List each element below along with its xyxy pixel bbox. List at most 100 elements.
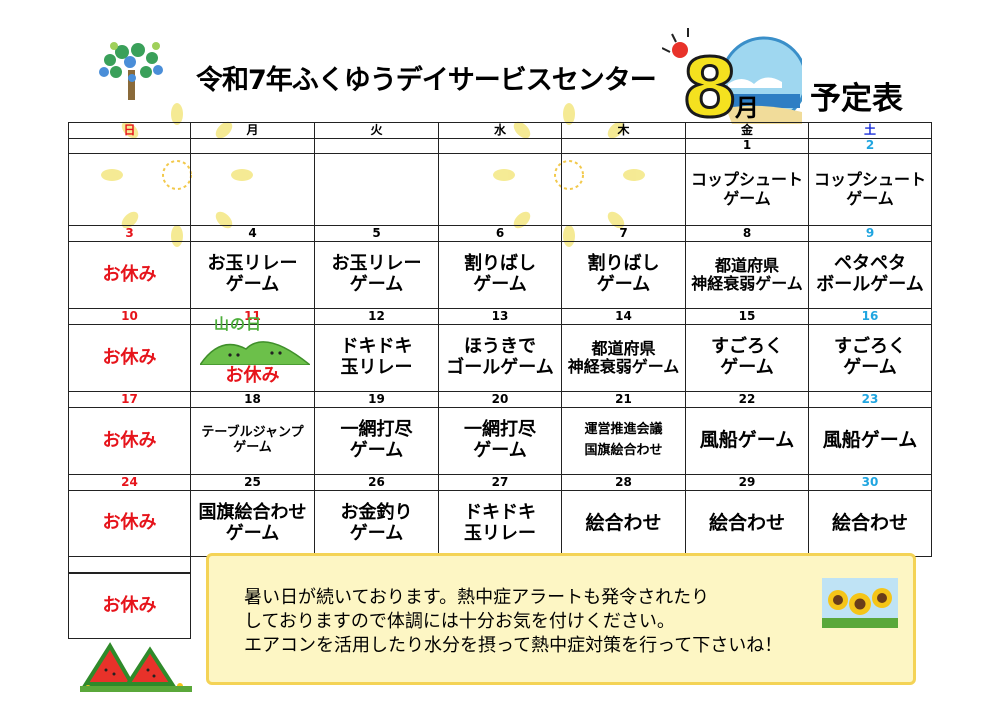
- activity: 割りばしゲーム: [562, 242, 686, 309]
- activity-line: ゲーム: [349, 274, 404, 295]
- week-row-2-activities: お休みお玉リレーゲームお玉リレーゲーム割りばしゲーム割りばしゲーム都道府県神経衰…: [68, 242, 932, 309]
- activity: すごろくゲーム: [809, 325, 932, 392]
- activity: 絵合わせ: [809, 491, 932, 557]
- activity-line: お休み: [102, 512, 157, 534]
- activity-line: お休み: [102, 346, 157, 368]
- day-number: 16: [809, 309, 932, 325]
- week-row-3-activities: お休みお休みドキドキ玉リレーほうきでゴールゲーム都道府県神経衰弱ゲームすごろくゲ…: [68, 325, 932, 392]
- notice-line: 暑い日が続いております。熱中症アラートも発令されたり: [244, 587, 710, 608]
- day-number: 13: [439, 309, 562, 325]
- day-number: 11: [191, 309, 315, 325]
- activity-line: お金釣り: [340, 501, 413, 523]
- day-number: 5: [315, 226, 439, 242]
- day-number: 6: [439, 226, 562, 242]
- activity-line: ドキドキ: [340, 336, 413, 358]
- day-number: 25: [191, 475, 315, 491]
- activity: コップシュートゲーム: [809, 154, 932, 226]
- day-number: 19: [315, 392, 439, 408]
- activity-line: 風船ゲーム: [822, 429, 918, 452]
- day-number: 30: [809, 475, 932, 491]
- activity-line: ゲーム: [473, 274, 527, 295]
- activity-line: ほうきで: [464, 336, 536, 358]
- day-number: 4: [191, 226, 315, 242]
- notice-text: 暑い日が続いております。熱中症アラートも発令されたり しておりますので体調には十…: [244, 586, 782, 658]
- activity: お玉リレーゲーム: [191, 242, 315, 309]
- week-row-6: [68, 557, 932, 573]
- activity: 一網打尽ゲーム: [315, 408, 439, 475]
- activity-line: 玉リレー: [464, 522, 536, 544]
- day-number: [439, 138, 562, 154]
- activity-line: ゲーム: [596, 274, 651, 295]
- activity-line: ゲーム: [225, 522, 280, 544]
- activity: お金釣りゲーム: [315, 491, 439, 557]
- day-off: お休み: [68, 573, 191, 639]
- activity-line: ゲーム: [846, 188, 894, 208]
- day-number: [68, 557, 191, 573]
- activity-line: お休み: [102, 429, 157, 451]
- activity-line: 一網打尽: [464, 419, 536, 441]
- week-row-5-activities: お休み国旗絵合わせゲームお金釣りゲームドキドキ玉リレー絵合わせ絵合わせ絵合わせ: [68, 491, 932, 557]
- activity: 絵合わせ: [562, 491, 686, 557]
- day-off: お休み: [191, 325, 315, 392]
- activity-line: コップシュート: [690, 170, 803, 190]
- activity-line: 国旗絵合わせ: [584, 443, 663, 458]
- activity-line: ボールゲーム: [816, 274, 924, 295]
- week-row-1-activities: コップシュートゲームコップシュートゲーム: [68, 154, 932, 226]
- day-number: 22: [686, 392, 809, 408]
- activity-line: 神経衰弱ゲーム: [567, 357, 680, 376]
- activity: 風船ゲーム: [686, 408, 809, 475]
- activity-line: ドキドキ: [464, 501, 536, 523]
- watermelon-icon: [80, 642, 192, 692]
- activity: 絵合わせ: [686, 491, 809, 557]
- day-number: 12: [315, 309, 439, 325]
- empty-day: [562, 154, 686, 226]
- weekday-thu: 木: [562, 123, 686, 139]
- day-off: お休み: [68, 408, 191, 475]
- day-off: お休み: [68, 491, 191, 557]
- day-number: 8: [686, 226, 809, 242]
- mountain-day-label: 山の日: [214, 315, 263, 333]
- week-row-6-acts: お休み: [68, 573, 932, 639]
- activity-line: 都道府県: [714, 255, 779, 275]
- activity-line: 絵合わせ: [708, 511, 785, 534]
- empty-day: [439, 154, 562, 226]
- day-number: 26: [315, 475, 439, 491]
- activity-line: ゲーム: [233, 440, 272, 455]
- notice-box: [206, 553, 916, 685]
- activity-line: ゴールゲーム: [446, 357, 554, 378]
- weekday-wed: 水: [439, 123, 562, 139]
- activity: ドキドキ玉リレー: [315, 325, 439, 392]
- weekday-fri: 金: [686, 123, 809, 139]
- activity-line: 国旗絵合わせ: [198, 501, 307, 523]
- activity-line: 風船ゲーム: [699, 429, 795, 452]
- activity-line: ペタペタ: [834, 253, 906, 275]
- activity-line: ゲーム: [473, 440, 527, 461]
- activity-line: ゲーム: [349, 440, 404, 461]
- activity: 国旗絵合わせゲーム: [191, 491, 315, 557]
- day-off: お休み: [68, 242, 191, 309]
- activity-line: 玉リレー: [340, 357, 413, 378]
- day-number: [68, 138, 191, 154]
- activity-line: お休み: [102, 263, 157, 285]
- schedule-label: 予定表: [810, 81, 903, 117]
- activity-line: ゲーム: [723, 188, 771, 208]
- activity-line: 割りばし: [464, 253, 536, 275]
- activity: 運営推進会議国旗絵合わせ: [562, 408, 686, 475]
- activity: お玉リレーゲーム: [315, 242, 439, 309]
- weekday-mon: 月: [191, 123, 315, 139]
- day-number: 9: [809, 226, 932, 242]
- empty-day: [68, 154, 191, 226]
- activity-line: テーブルジャンプ: [201, 425, 304, 441]
- activity-line: 神経衰弱ゲーム: [691, 274, 803, 293]
- day-number: [315, 138, 439, 154]
- tree-icon: [99, 42, 163, 100]
- activity-line: 一網打尽: [340, 419, 413, 441]
- activity: テーブルジャンプゲーム: [191, 408, 315, 475]
- weekday-sun: 日: [68, 123, 191, 139]
- day-number: 10: [68, 309, 191, 325]
- empty-day: [315, 154, 439, 226]
- day-number: [191, 138, 315, 154]
- activity-line: コップシュート: [813, 170, 926, 190]
